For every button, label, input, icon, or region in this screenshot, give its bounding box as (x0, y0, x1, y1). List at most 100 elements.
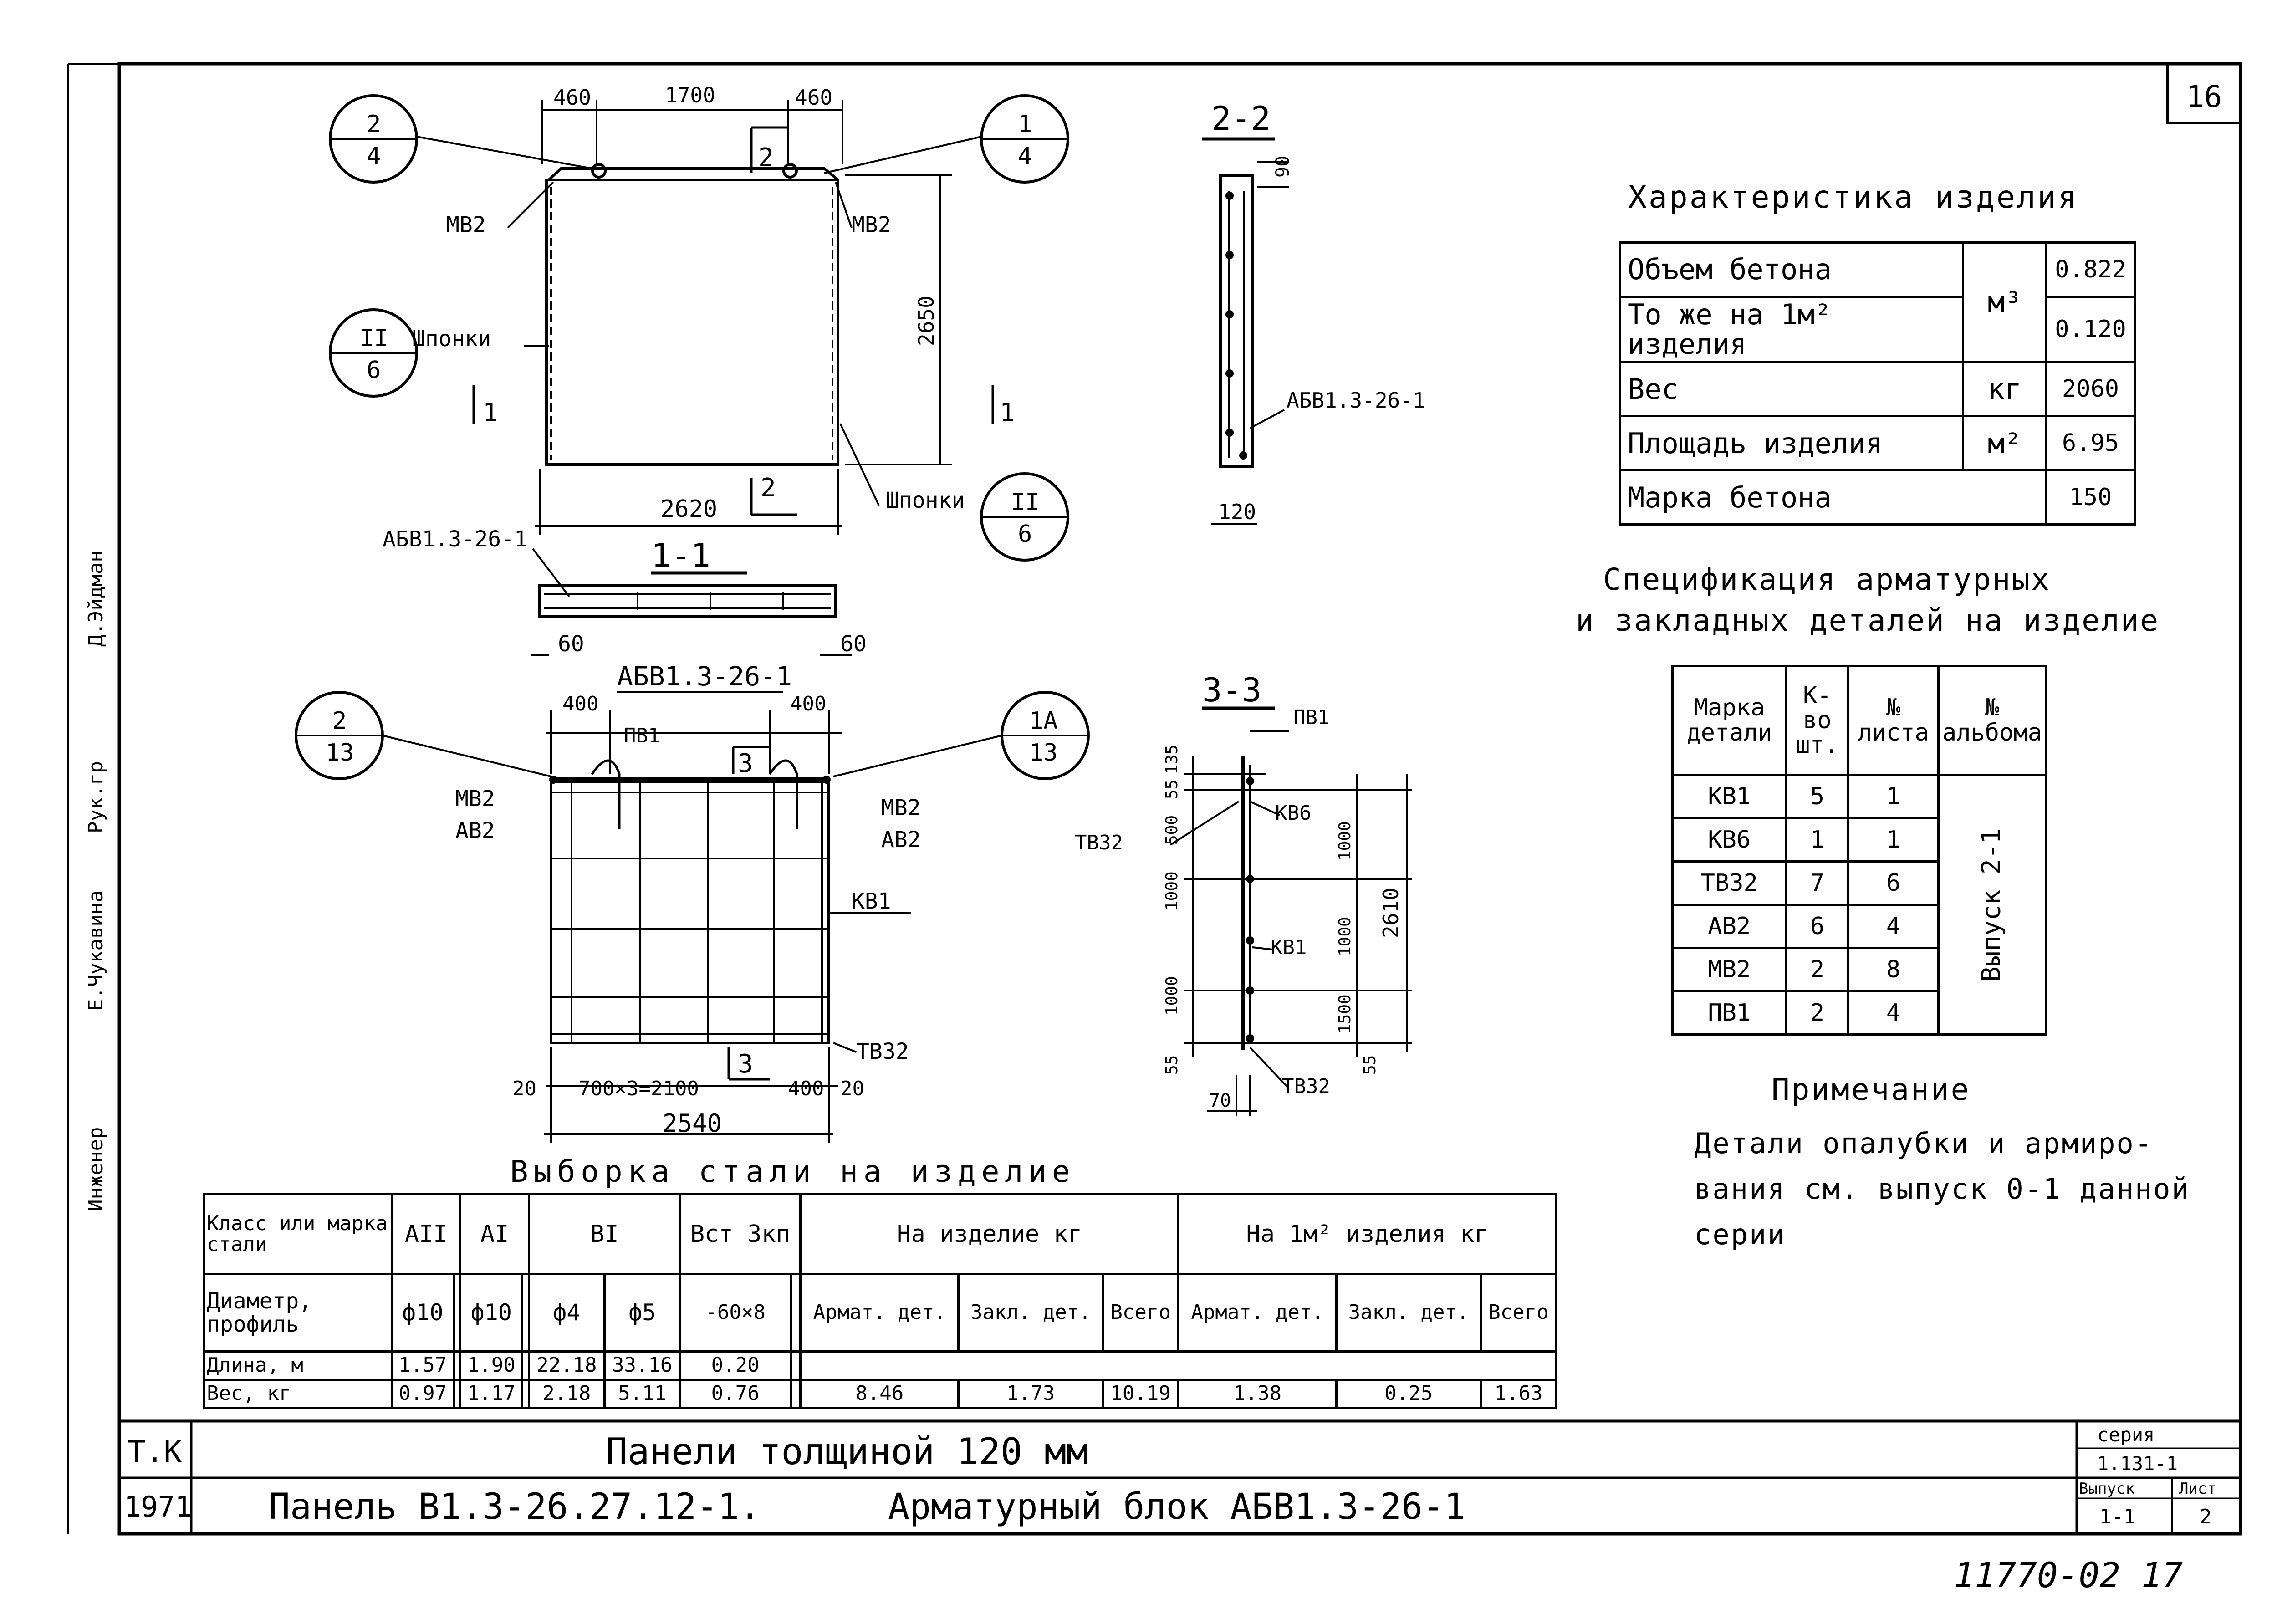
bubble-plan-r-num: II (1011, 489, 1040, 516)
char-row: То же на 1м² изделия 0.120 (1619, 295, 2136, 363)
section-11-block-label: АБВ1.3-26-1 (383, 526, 527, 552)
section-22-dim-bottom: 120 (1218, 500, 1256, 524)
rebar-av2-right: АВ2 (881, 827, 921, 853)
steel-diam (521, 1273, 530, 1353)
series-value: 1.131-1 (2097, 1452, 2178, 1475)
steel-diam (789, 1273, 802, 1353)
section-11-title: 1-1 (651, 536, 710, 575)
steel-length (521, 1350, 530, 1381)
note-line: Детали опалубки и армиро- (1694, 1127, 2154, 1160)
spec-header-mark: Марка детали (1671, 665, 1787, 776)
side-stamp-0: Инженер (84, 1127, 107, 1211)
spec-mark: АВ2 (1671, 904, 1787, 949)
section-33-dim-left-2: 500 (1163, 815, 1181, 845)
rebar-dim-bottom-3: 20 (840, 1077, 864, 1100)
steel-table: Класс или марка стали АII АI ВI Вст 3кп … (203, 1193, 1557, 1409)
plan-dim-top-0: 460 (553, 85, 591, 110)
section-33-tv32-bottom: ТВ32 (1282, 1075, 1330, 1098)
section-33-dim-right-1: 1000 (1336, 917, 1354, 956)
rebar-mv2-right: МВ2 (881, 795, 921, 821)
characteristics-table: Объем бетона м³ 0.822 То же на 1м² издел… (1619, 241, 2136, 526)
section-22-block-label: АБВ1.3-26-1 (1287, 388, 1425, 413)
spec-header-album: № альбома (1937, 665, 2047, 776)
steel-length (452, 1350, 462, 1381)
spec-album: Выпуск 2-1 (1938, 775, 2046, 1035)
spec-title-line1: Спецификация арматурных (1603, 562, 2051, 597)
steel-diam-row: Диаметр, профиль ф10 ф10 ф4 ф5 -60×8 Арм… (203, 1273, 1557, 1353)
bubble-plan-tl-den: 4 (367, 143, 381, 170)
char-name: Объем бетона (1619, 241, 1964, 298)
steel-title: Выборка стали на изделие (510, 1154, 1076, 1189)
panel-outline (545, 179, 839, 466)
issue-label: Выпуск (2079, 1480, 2135, 1498)
section-33-dim-bottom: 70 (1209, 1090, 1231, 1111)
steel-sub-header: Закл. дет. (1335, 1273, 1482, 1353)
steel-class: Вст 3кп (679, 1193, 802, 1275)
steel-weight-row: Вес, кг 0.97 1.17 2.18 5.11 0.76 8.46 1.… (203, 1379, 1557, 1409)
spec-row: КВ1 5 1 Выпуск 2-1 (1671, 774, 2046, 1035)
bubble-rebar-l-num: 2 (332, 707, 347, 735)
plan-cut-mark-top: 2 (758, 143, 774, 173)
bubble-rebar-r-den: 13 (1029, 739, 1058, 766)
spec-mark: МВ2 (1671, 947, 1787, 992)
title-line2-right: Арматурный блок АБВ1.3-26-1 (888, 1486, 1465, 1527)
rebar-cut-mark-top: 3 (738, 749, 753, 778)
char-name: Вес (1619, 361, 1964, 418)
spec-sheet: 1 (1847, 817, 1940, 863)
note-title: Примечание (1772, 1072, 1971, 1107)
bubble-plan-tr-den: 4 (1018, 143, 1032, 170)
title-line2-left: Панель В1.3-26.27.12-1. (269, 1486, 761, 1527)
steel-class: АI (459, 1193, 530, 1275)
rebar-dim-top-0: 400 (562, 692, 598, 715)
spec-row: КВ6 1 1 (1671, 817, 2046, 863)
sheet-number-box (2166, 62, 2242, 124)
spec-row: МВ2 2 8 (1671, 947, 2046, 992)
spec-mark: ПВ1 (1671, 990, 1787, 1036)
spec-qty: 7 (1785, 860, 1850, 906)
steel-sub-header: Армат. дет. (1177, 1273, 1338, 1353)
char-name: Марка бетона (1619, 469, 2047, 526)
steel-total: 1.73 (957, 1379, 1104, 1409)
steel-total: 1.38 (1177, 1379, 1338, 1409)
spec-qty: 2 (1785, 947, 1850, 992)
char-value: 150 (2045, 469, 2136, 526)
plan-dim-top-2: 460 (795, 85, 832, 110)
side-stamp-2: Рук.гр (84, 761, 107, 833)
spec-header-qty: К-во шт. (1785, 665, 1850, 776)
char-value: 0.120 (2045, 295, 2136, 363)
sheet-label: Лист (2179, 1480, 2216, 1498)
section-11-dim-left: 60 (558, 631, 584, 657)
section-22-dim-top: 90 (1272, 156, 1293, 178)
section-11-dim-right: 60 (840, 631, 867, 657)
steel-class: ВI (527, 1193, 681, 1275)
sheet-value: 2 (2200, 1505, 2212, 1528)
rebar-cut-mark-bottom: 3 (738, 1049, 753, 1079)
spec-qty: 6 (1785, 904, 1850, 949)
section-33-pv1: ПВ1 (1293, 706, 1329, 729)
plan-dim-width: 2620 (660, 495, 717, 523)
section-22-outline (1219, 174, 1254, 468)
spec-row: ПВ1 2 4 (1671, 990, 2046, 1036)
series-label: серия (2097, 1424, 2154, 1446)
plan-cut-1-left: 1 (483, 398, 498, 428)
spec-sheet: 6 (1847, 860, 1940, 906)
bubble-plan-r-den: 6 (1018, 521, 1032, 548)
plan-dim-top-1: 1700 (665, 83, 715, 107)
rebar-av2-left: АВ2 (455, 818, 495, 843)
steel-per-m2: На 1м² изделия кг (1177, 1193, 1557, 1275)
spec-mark: КВ6 (1671, 817, 1787, 863)
spec-row: ТВ32 7 6 (1671, 860, 2046, 906)
section-33-tv32-top: ТВ32 (1075, 831, 1123, 854)
char-row: Вес кг 2060 (1619, 361, 2136, 418)
steel-total: 10.19 (1102, 1379, 1180, 1409)
plan-cut-mark-bottom: 2 (761, 473, 776, 503)
steel-sub-header: Всего (1102, 1273, 1180, 1353)
rebar-mv2-left: МВ2 (455, 786, 495, 812)
section-33-dim-right-3: 55 (1361, 1055, 1379, 1075)
steel-length: 0.20 (679, 1350, 792, 1381)
spec-row: АВ2 6 4 (1671, 904, 2046, 949)
section-33-kv1: КВ1 (1271, 936, 1307, 959)
char-row: Марка бетона 150 (1619, 469, 2136, 526)
steel-weight: 0.97 (391, 1379, 455, 1409)
steel-length-row: Длина, м 1.57 1.90 22.18 33.16 0.20 (203, 1350, 1557, 1381)
